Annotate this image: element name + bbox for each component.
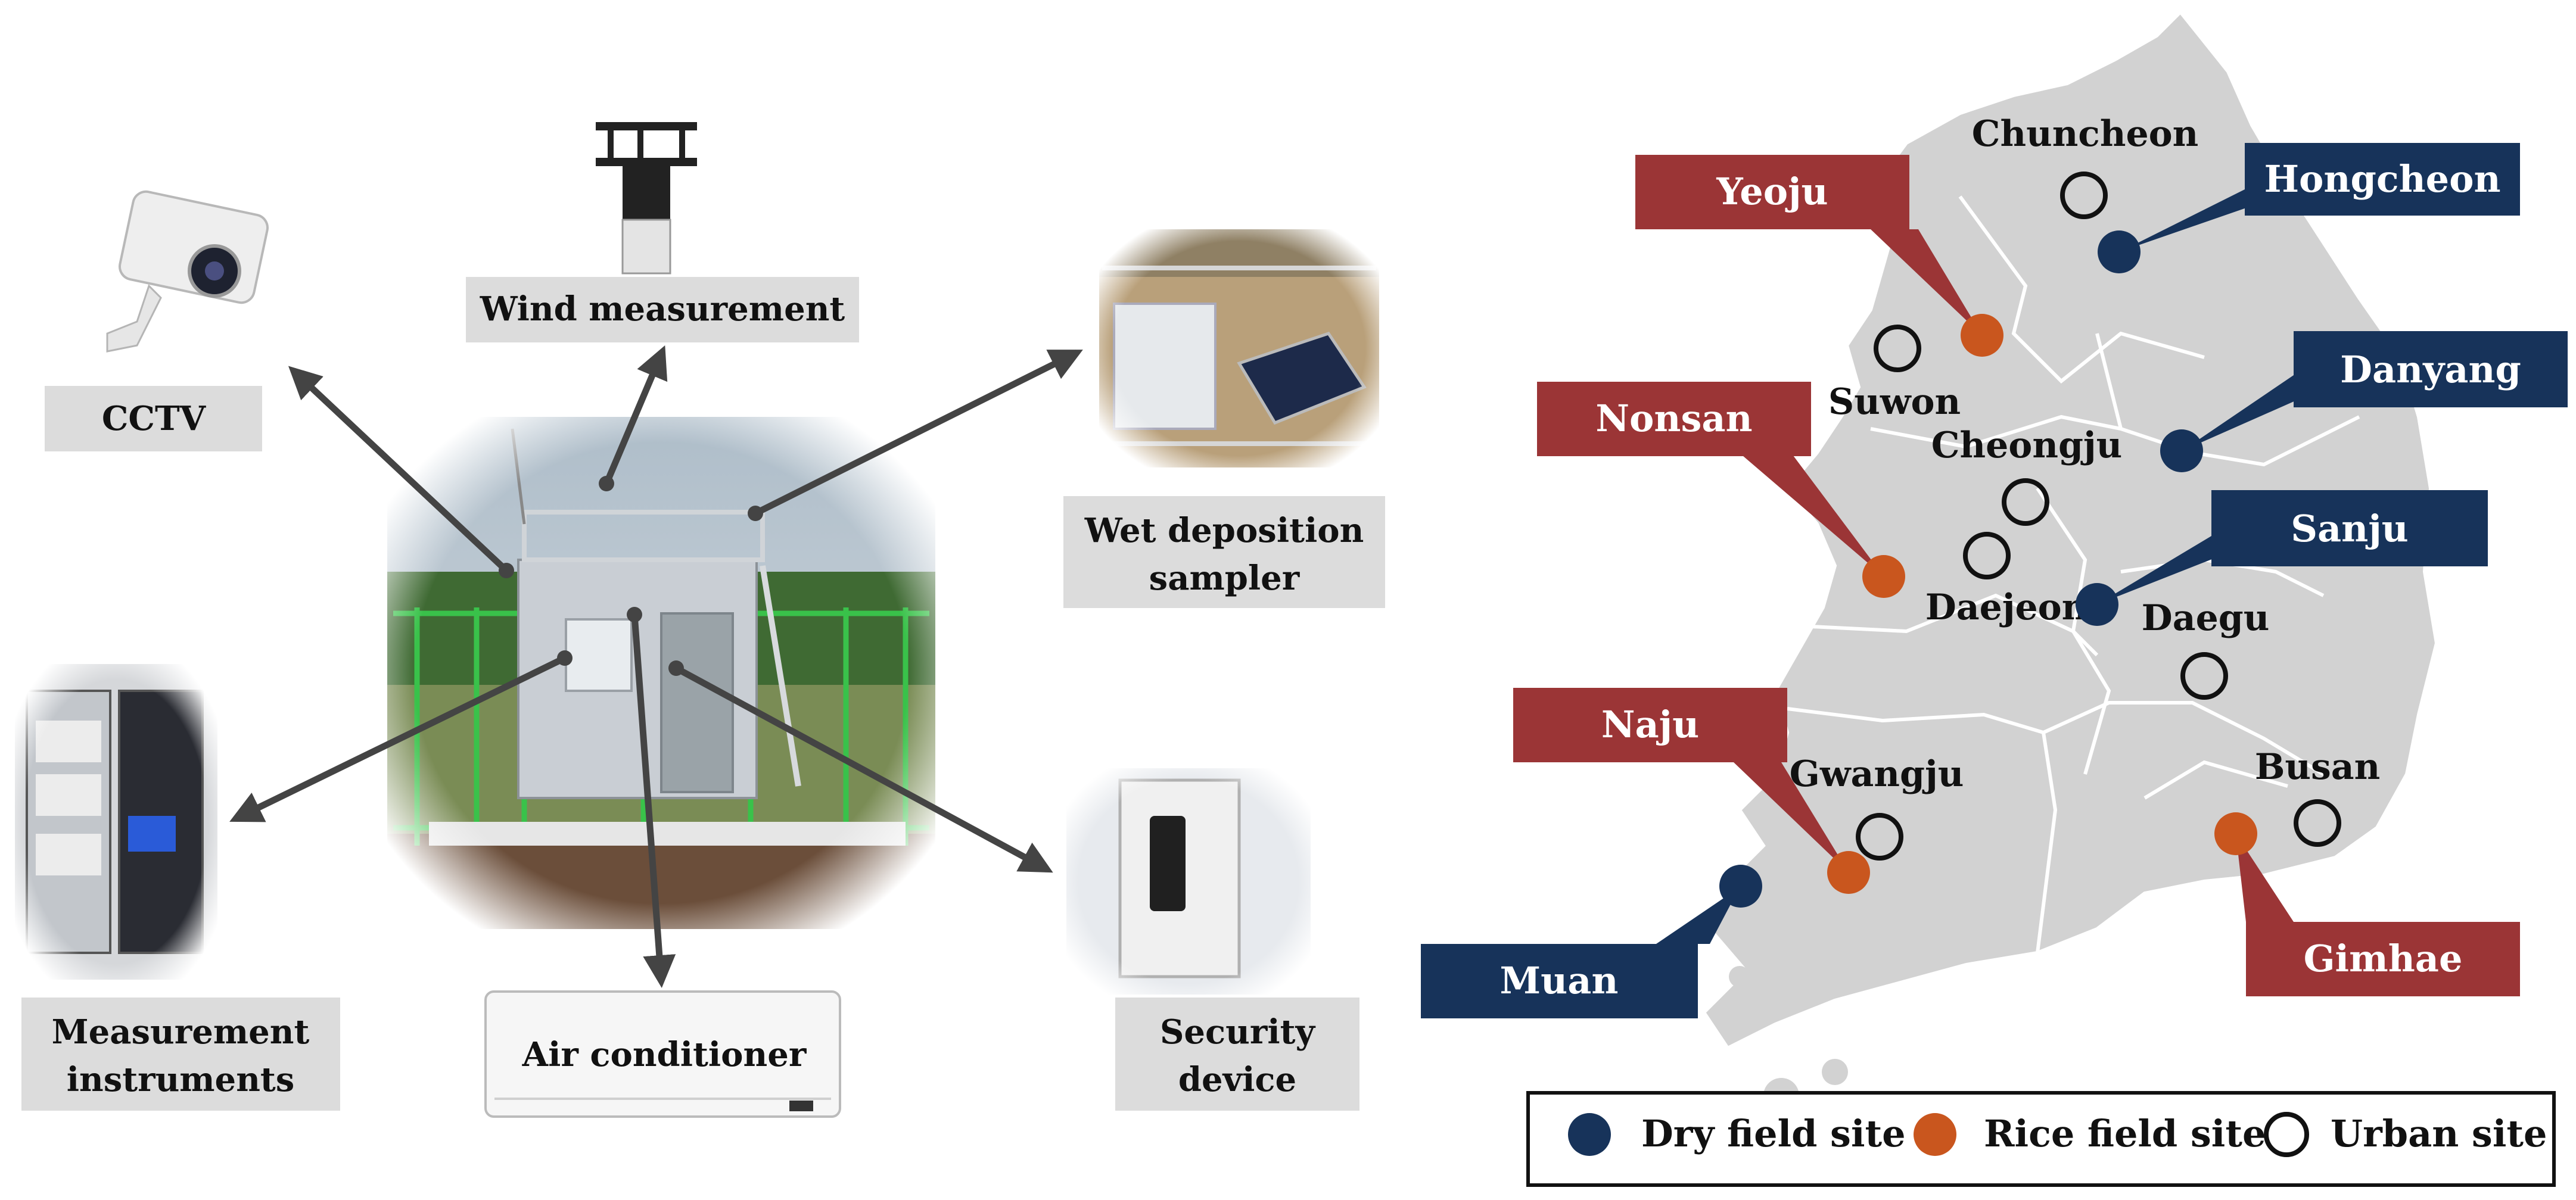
wet-deposition-photo xyxy=(1099,229,1379,467)
wet-label-line2: sampler xyxy=(1149,559,1301,598)
dry-marker-hongcheon xyxy=(2098,230,2141,273)
security-device-label: Security device xyxy=(1115,998,1359,1111)
urban-marker-suwon xyxy=(1874,325,1921,372)
air-conditioner-label: Air conditioner xyxy=(522,1035,807,1074)
connector-dots xyxy=(499,476,763,676)
site-label-danyang: Danyang xyxy=(2340,348,2521,391)
security-device-photo xyxy=(1066,768,1311,995)
legend-urban-label: Urban site xyxy=(2331,1112,2547,1155)
rice-marker-yeoju xyxy=(1961,314,2003,357)
callout-sanju: Sanju xyxy=(2076,490,2488,626)
city-label-chuncheon: Chuncheon xyxy=(1972,113,2199,155)
site-label-naju: Naju xyxy=(1601,703,1699,746)
rice-marker-gimhae xyxy=(2214,812,2257,855)
city-label-cheongju: Cheongju xyxy=(1931,425,2122,466)
callout-hongcheon: Hongcheon xyxy=(2098,143,2520,273)
site-label-sanju: Sanju xyxy=(2291,507,2409,550)
city-labels: Chuncheon Suwon Cheongju Daejeon Daegu G… xyxy=(1790,113,2381,795)
cctv-label-text: CCTV xyxy=(102,399,207,438)
city-label-gwangju: Gwangju xyxy=(1790,753,1964,795)
urban-marker-daejeon xyxy=(1963,532,2011,579)
urban-marker-daegu xyxy=(2180,652,2228,700)
urban-site-markers xyxy=(1856,172,2341,861)
site-label-hongcheon: Hongcheon xyxy=(2264,157,2500,201)
city-label-busan: Busan xyxy=(2255,746,2381,788)
legend-rice-label: Rice field site xyxy=(1984,1112,2266,1155)
urban-marker-busan xyxy=(2294,799,2341,847)
connector-arrows xyxy=(229,345,1083,988)
legend-rice-icon xyxy=(1914,1113,1956,1156)
callout-yeoju: Yeoju xyxy=(1635,155,2003,357)
callout-naju: Naju xyxy=(1513,688,1870,894)
callout-muan: Muan xyxy=(1421,865,1762,1018)
anemometer-icon xyxy=(596,122,697,275)
station-photo xyxy=(387,417,935,929)
legend-urban-icon xyxy=(2264,1112,2309,1157)
dry-marker-danyang xyxy=(2160,429,2203,472)
dry-marker-sanju xyxy=(2076,583,2118,626)
measurement-instruments-photo xyxy=(15,664,217,980)
cctv-camera-icon xyxy=(106,190,269,353)
wind-label-text: Wind measurement xyxy=(480,289,845,329)
rice-marker-naju xyxy=(1827,851,1870,894)
callout-nonsan: Nonsan xyxy=(1537,382,1905,598)
city-label-daejeon: Daejeon xyxy=(1925,587,2088,628)
security-label-line1: Security xyxy=(1160,1012,1316,1052)
meas-label-line2: instruments xyxy=(67,1060,295,1099)
urban-marker-chuncheon xyxy=(2060,172,2108,219)
city-label-daegu: Daegu xyxy=(2142,597,2270,639)
site-label-yeoju: Yeoju xyxy=(1716,170,1828,213)
cctv-label: CCTV xyxy=(45,386,262,451)
air-conditioner-icon xyxy=(484,990,841,1118)
aircon-label-text: Air conditioner xyxy=(522,1035,807,1074)
site-label-nonsan: Nonsan xyxy=(1595,397,1752,440)
site-label-muan: Muan xyxy=(1500,959,1619,1002)
legend-dry-icon xyxy=(1568,1113,1611,1156)
wet-label-line1: Wet deposition xyxy=(1084,511,1364,550)
security-label-line2: device xyxy=(1178,1060,1296,1099)
wet-deposition-label: Wet deposition sampler xyxy=(1063,496,1385,608)
urban-marker-gwangju xyxy=(1856,813,1903,861)
site-label-gimhae: Gimhae xyxy=(2304,937,2463,980)
map-legend: Dry field site Rice field site Urban sit… xyxy=(1526,1091,2556,1187)
callout-danyang: Danyang xyxy=(2160,331,2568,472)
urban-marker-cheongju xyxy=(2002,478,2049,526)
wind-label: Wind measurement xyxy=(466,277,859,342)
rice-marker-nonsan xyxy=(1862,555,1905,598)
measurement-instruments-label: Measurement instruments xyxy=(21,998,340,1111)
dry-marker-muan xyxy=(1719,865,1762,908)
callout-gimhae: Gimhae xyxy=(2214,812,2520,996)
meas-label-line1: Measurement xyxy=(52,1012,310,1052)
city-label-suwon: Suwon xyxy=(1828,381,1961,423)
legend-dry-label: Dry field site xyxy=(1641,1112,1906,1155)
